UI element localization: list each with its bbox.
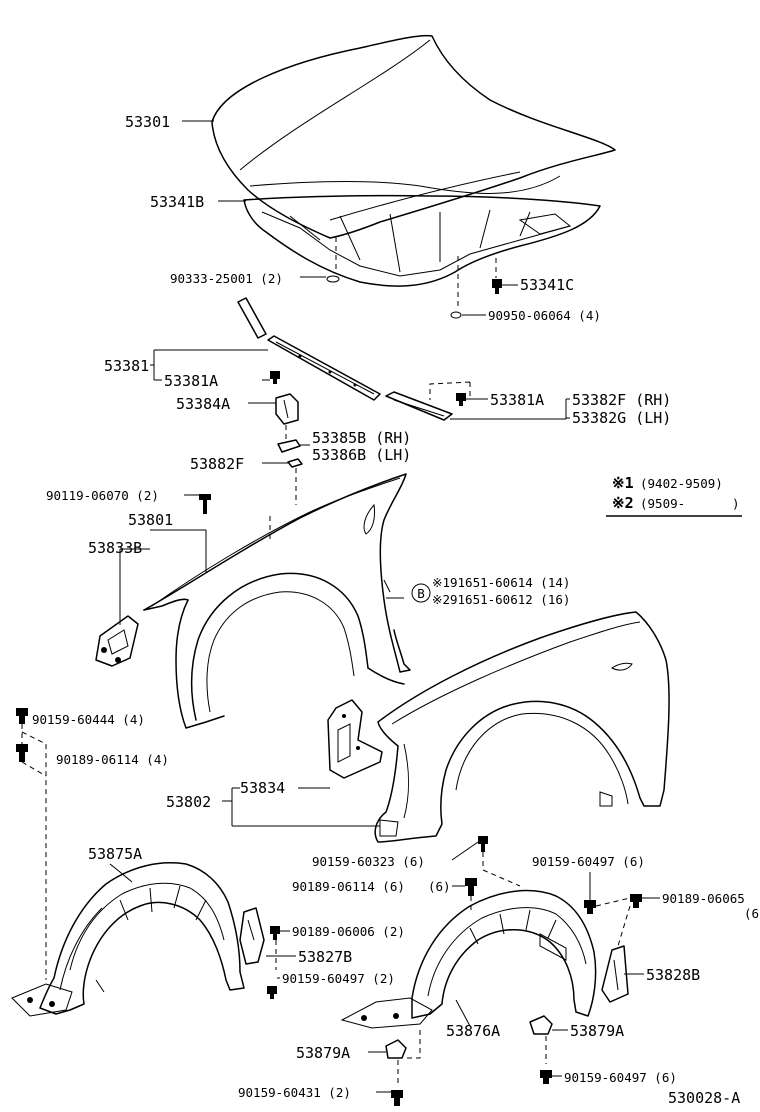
clips-right bbox=[451, 836, 660, 947]
hood-seal-retainer bbox=[237, 297, 381, 401]
label-53381: 53381 bbox=[104, 357, 149, 375]
label-53386b: 53386B (LH) bbox=[312, 446, 411, 464]
label-53879a-left: 53879A bbox=[296, 1044, 350, 1062]
screw-90189-06006 bbox=[270, 926, 280, 940]
label-90189-06114-left: 90189-06114 (4) bbox=[56, 752, 169, 767]
b-mark-text: B bbox=[417, 586, 425, 601]
label-53827b: 53827B bbox=[298, 948, 352, 966]
label-53802: 53802 bbox=[166, 793, 211, 811]
legend: ※1 (9402-9509) ※2 (9509- ) bbox=[606, 474, 742, 517]
hood-leaders bbox=[182, 120, 518, 319]
front-fender-upper bbox=[143, 473, 411, 729]
label-53834: 53834 bbox=[240, 779, 285, 797]
label-90189-06114-right: 90189-06114 (6) bbox=[292, 879, 405, 894]
legend-mark-1: ※1 bbox=[612, 474, 634, 492]
label-53385b: 53385B (RH) bbox=[312, 429, 411, 447]
screw-90159-60444 bbox=[16, 708, 28, 724]
b-mark: B bbox=[411, 583, 431, 603]
screw-90159-60497-mid bbox=[267, 986, 277, 999]
fender-liner-left bbox=[11, 862, 245, 1017]
hood-bumper bbox=[326, 275, 340, 283]
label-90159-60497-bot: 90159-60497 (6) bbox=[564, 1070, 677, 1085]
label-53381a-right: 53381A bbox=[490, 391, 544, 409]
label-90189-06114-right-qty: (6) bbox=[428, 879, 451, 894]
fender-bracket-53834 bbox=[327, 699, 383, 779]
label-53382g: 53382G (LH) bbox=[572, 409, 671, 427]
label-90119: 90119-06070 (2) bbox=[46, 488, 159, 503]
side-seal-right bbox=[385, 381, 570, 421]
legend-range-1: (9402-9509) bbox=[640, 476, 723, 491]
label-53341c: 53341C bbox=[520, 276, 574, 294]
label-90333: 90333-25001 (2) bbox=[170, 271, 283, 286]
label-53882f: 53882F bbox=[190, 455, 244, 473]
front-fender-rh bbox=[374, 611, 670, 843]
brackets-53879a bbox=[368, 999, 568, 1106]
label-53801: 53801 bbox=[128, 511, 173, 529]
label-53341b: 53341B bbox=[150, 193, 204, 211]
label-90189-06065-qty: (6 bbox=[744, 906, 759, 921]
label-90189-06006: 90189-06006 (2) bbox=[292, 924, 405, 939]
bolt-90119 bbox=[184, 494, 211, 514]
screw-90159-60431 bbox=[391, 1090, 403, 1106]
label-53876a: 53876A bbox=[446, 1022, 500, 1040]
label-53301: 53301 bbox=[125, 113, 170, 131]
screw-90189-06065 bbox=[630, 894, 642, 908]
label-90159-60444: 90159-60444 (4) bbox=[32, 712, 145, 727]
flap-53827b bbox=[239, 907, 296, 999]
liner-left-leaders bbox=[109, 863, 133, 883]
diagram-id: 530028-A bbox=[668, 1089, 740, 1107]
label-91651-2: ※291651-60612 (16) bbox=[432, 592, 570, 607]
legend-range-2-close: ) bbox=[732, 496, 740, 511]
clip-53381a-right bbox=[456, 393, 466, 406]
label-53828b: 53828B bbox=[646, 966, 700, 984]
label-53875a: 53875A bbox=[88, 845, 142, 863]
label-53382f: 53382F (RH) bbox=[572, 391, 671, 409]
label-90159-60431: 90159-60431 (2) bbox=[238, 1085, 351, 1100]
label-53381a-left: 53381A bbox=[164, 372, 218, 390]
label-90159-60497-mid: 90159-60497 (2) bbox=[282, 971, 395, 986]
label-53384a: 53384A bbox=[176, 395, 230, 413]
clip-53381a-left bbox=[270, 371, 280, 384]
legend-range-2: (9509- bbox=[640, 496, 685, 511]
clips-left bbox=[16, 708, 47, 980]
fender-bracket-53833b bbox=[95, 615, 139, 667]
label-90159-60497-top: 90159-60497 (6) bbox=[532, 854, 645, 869]
cushion-53882f bbox=[262, 458, 303, 505]
fender-rh-leaders bbox=[222, 787, 380, 827]
hood-stopper bbox=[248, 393, 299, 425]
label-90159-60323: 90159-60323 (6) bbox=[312, 854, 425, 869]
grommet bbox=[450, 311, 462, 319]
seal-leaders bbox=[150, 349, 280, 384]
clip-53341c bbox=[492, 279, 502, 294]
label-91651-1: ※191651-60614 (14) bbox=[432, 575, 570, 590]
flap-53828b bbox=[601, 945, 644, 1003]
screw-90189-06114-left bbox=[16, 744, 28, 762]
bracket-53385b bbox=[277, 425, 310, 453]
label-90189-06065: 90189-06065 bbox=[662, 891, 745, 906]
legend-mark-2: ※2 bbox=[612, 494, 634, 512]
label-53879a-right: 53879A bbox=[570, 1022, 624, 1040]
screw-90189-06114-right bbox=[465, 878, 477, 896]
label-53833b: 53833B bbox=[88, 539, 142, 557]
screw-90159-60323 bbox=[478, 836, 488, 852]
screw-90159-60497-bot bbox=[540, 1070, 552, 1084]
screw-90159-60497-top bbox=[584, 900, 596, 914]
label-90950: 90950-06064 (4) bbox=[488, 308, 601, 323]
fender-liner-right bbox=[340, 889, 597, 1029]
hood-inner-frame bbox=[243, 194, 601, 287]
part-labels: 53301 53341B 90333-25001 (2) 53341C 9095… bbox=[32, 113, 759, 1107]
fender-upper-leaders bbox=[119, 529, 207, 625]
hood-panel bbox=[211, 34, 616, 239]
